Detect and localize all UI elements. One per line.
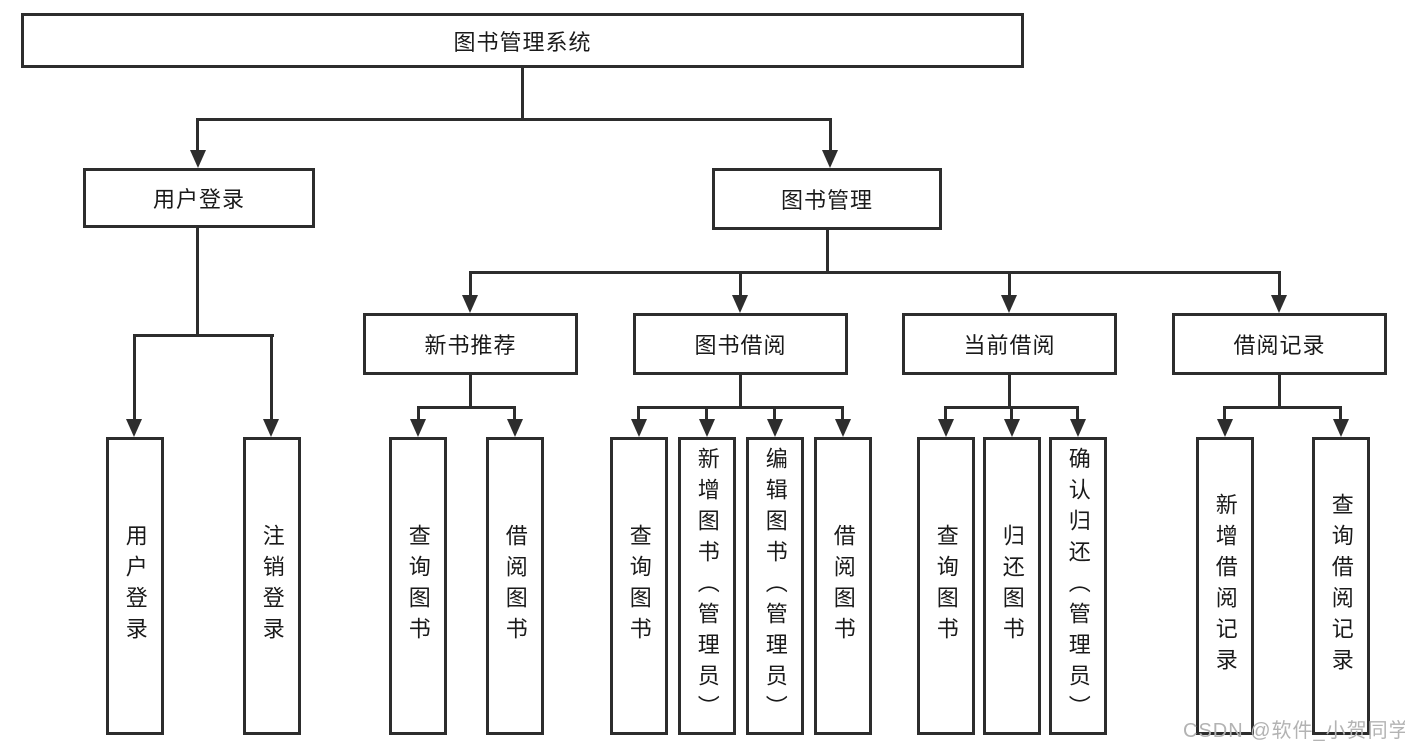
- leaf-label: 归还图书: [999, 524, 1025, 648]
- leaf-borrow-query-books: 查询图书: [610, 437, 668, 735]
- leaf-label: 借阅图书: [830, 524, 856, 648]
- leaf-logout: 注销登录: [243, 437, 301, 735]
- connector-recommend-stem: [469, 373, 472, 409]
- leaf-record-add: 新增借阅记录: [1196, 437, 1254, 735]
- connector-book-borrow-split: [637, 406, 844, 409]
- connector-stub: [270, 334, 273, 421]
- connector-stub: [637, 406, 640, 421]
- leaf-recommend-borrow-books: 借阅图书: [486, 437, 544, 735]
- node-borrow-record-label: 借阅记录: [1233, 333, 1326, 358]
- connector-stub: [739, 271, 742, 297]
- node-borrow-record: 借阅记录: [1172, 313, 1387, 375]
- leaf-user-login: 用户登录: [106, 437, 164, 735]
- connector-stub: [1223, 406, 1226, 421]
- leaf-user-login-label: 用户登录: [122, 524, 148, 648]
- arrowhead-down-icon: [1004, 419, 1020, 437]
- node-book-management-label: 图书管理: [780, 188, 873, 213]
- leaf-label: 借阅图书: [502, 524, 528, 648]
- connector-stub: [1008, 271, 1011, 297]
- connector-user-login-split: [133, 334, 274, 337]
- arrowhead-down-icon: [732, 295, 748, 313]
- leaf-current-confirm-return-admin: 确认归还（管理员）: [1049, 437, 1107, 735]
- leaf-borrow-borrow-books: 借阅图书: [814, 437, 872, 735]
- leaf-logout-label: 注销登录: [259, 524, 285, 648]
- connector-borrow-record-split: [1223, 406, 1342, 409]
- connector-stub: [1010, 406, 1013, 421]
- connector-book-management-stem: [826, 228, 829, 274]
- connector-stub: [133, 334, 136, 421]
- connector-stub: [944, 406, 947, 421]
- leaf-label: 查询借阅记录: [1328, 493, 1354, 679]
- arrowhead-down-icon: [263, 419, 279, 437]
- connector-stub: [773, 406, 776, 421]
- arrowhead-down-icon: [699, 419, 715, 437]
- leaf-label: 确认归还（管理员）: [1065, 446, 1091, 726]
- node-book-borrow: 图书借阅: [633, 313, 848, 375]
- connector-root-stem: [521, 66, 524, 121]
- arrowhead-down-icon: [507, 419, 523, 437]
- connector-stub: [705, 406, 708, 421]
- node-book-borrow-label: 图书借阅: [694, 333, 787, 358]
- leaf-label: 新增借阅记录: [1212, 493, 1238, 679]
- connector-stub: [1278, 271, 1281, 297]
- leaf-label: 查询图书: [405, 524, 431, 648]
- leaf-borrow-add-books-admin: 新增图书（管理员）: [678, 437, 736, 735]
- leaf-recommend-query-books: 查询图书: [389, 437, 447, 735]
- connector-stub: [417, 406, 420, 421]
- node-current-borrow: 当前借阅: [902, 313, 1117, 375]
- arrowhead-down-icon: [410, 419, 426, 437]
- connector-root-split: [196, 118, 832, 121]
- connector-borrow-record-stem: [1278, 373, 1281, 409]
- connector-stub: [1339, 406, 1342, 421]
- arrowhead-down-icon: [1070, 419, 1086, 437]
- leaf-current-return-books: 归还图书: [983, 437, 1041, 735]
- arrowhead-down-icon: [1271, 295, 1287, 313]
- connector-stub: [841, 406, 844, 421]
- arrowhead-down-icon: [462, 295, 478, 313]
- node-user-login: 用户登录: [83, 168, 315, 228]
- leaf-borrow-edit-books-admin: 编辑图书（管理员）: [746, 437, 804, 735]
- node-book-management: 图书管理: [712, 168, 942, 230]
- arrowhead-down-icon: [1217, 419, 1233, 437]
- leaf-label: 新增图书（管理员）: [694, 446, 720, 726]
- node-new-book-recommend: 新书推荐: [363, 313, 578, 375]
- node-user-login-label: 用户登录: [152, 187, 245, 212]
- leaf-label: 查询图书: [626, 524, 652, 648]
- connector-stub: [469, 271, 472, 297]
- arrowhead-down-icon: [767, 419, 783, 437]
- arrowhead-down-icon: [190, 150, 206, 168]
- arrowhead-down-icon: [835, 419, 851, 437]
- arrowhead-down-icon: [126, 419, 142, 437]
- watermark: CSDN @软件_小贺同学: [1183, 720, 1405, 742]
- node-root: 图书管理系统: [21, 13, 1024, 68]
- arrowhead-down-icon: [631, 419, 647, 437]
- connector-book-borrow-stem: [739, 373, 742, 409]
- arrowhead-down-icon: [1333, 419, 1349, 437]
- node-current-borrow-label: 当前借阅: [963, 333, 1056, 358]
- leaf-current-query-books: 查询图书: [917, 437, 975, 735]
- node-root-label: 图书管理系统: [453, 29, 592, 55]
- connector-stub: [1076, 406, 1079, 421]
- connector-stub: [513, 406, 516, 421]
- connector-book-management-split: [469, 271, 1281, 274]
- connector-current-borrow-stem: [1008, 373, 1011, 409]
- node-new-book-recommend-label: 新书推荐: [424, 333, 517, 358]
- arrowhead-down-icon: [1001, 295, 1017, 313]
- connector-user-login-stem: [196, 226, 199, 337]
- arrowhead-down-icon: [938, 419, 954, 437]
- leaf-label: 查询图书: [933, 524, 959, 648]
- leaf-record-query: 查询借阅记录: [1312, 437, 1370, 735]
- arrowhead-down-icon: [822, 150, 838, 168]
- leaf-label: 编辑图书（管理员）: [762, 446, 788, 726]
- connector-stub: [196, 118, 199, 152]
- connector-recommend-split: [417, 406, 516, 409]
- connector-stub: [829, 118, 832, 152]
